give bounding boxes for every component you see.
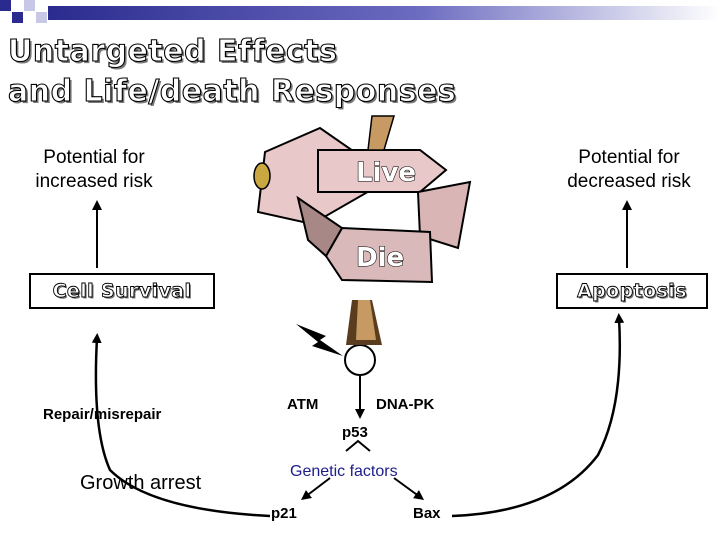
- sign-live-text: Live: [356, 158, 416, 188]
- right-outcome-label: Potential for decreased risk: [567, 147, 691, 192]
- atm-label: ATM: [287, 396, 319, 413]
- header-decoration: [0, 0, 720, 23]
- arrow-to-bax: [393, 477, 425, 500]
- title-line-2: and Life/death Responses: [7, 73, 457, 109]
- slide-title: Untargeted Effects and Life/death Respon…: [7, 32, 457, 112]
- left-curve-arrow: [91, 333, 271, 518]
- apoptosis-box: Apoptosis: [556, 273, 708, 309]
- sign-die-text: Die: [356, 243, 404, 273]
- cell-survival-box: Cell Survival: [29, 273, 215, 309]
- dnapk-label: DNA-PK: [376, 396, 435, 413]
- p53-label: p53: [342, 424, 368, 441]
- p21-label: p21: [271, 505, 297, 522]
- title-line-1: Untargeted Effects: [7, 33, 338, 69]
- right-curve-arrow: [451, 313, 625, 518]
- bax-label: Bax: [413, 505, 441, 522]
- p53-branch: [345, 439, 371, 452]
- arrow-to-p21: [301, 477, 331, 501]
- genetic-factors-label: Genetic factors: [290, 463, 398, 480]
- growth-arrest-label: Growth arrest: [80, 472, 202, 494]
- signpost-icon: Live Die: [253, 115, 472, 345]
- left-outcome-label: Potential for increased risk: [35, 147, 153, 192]
- repair-label: Repair/misrepair: [43, 406, 162, 423]
- damaged-cell-icon: [344, 344, 376, 376]
- lightning-bolt-icon: [296, 324, 343, 356]
